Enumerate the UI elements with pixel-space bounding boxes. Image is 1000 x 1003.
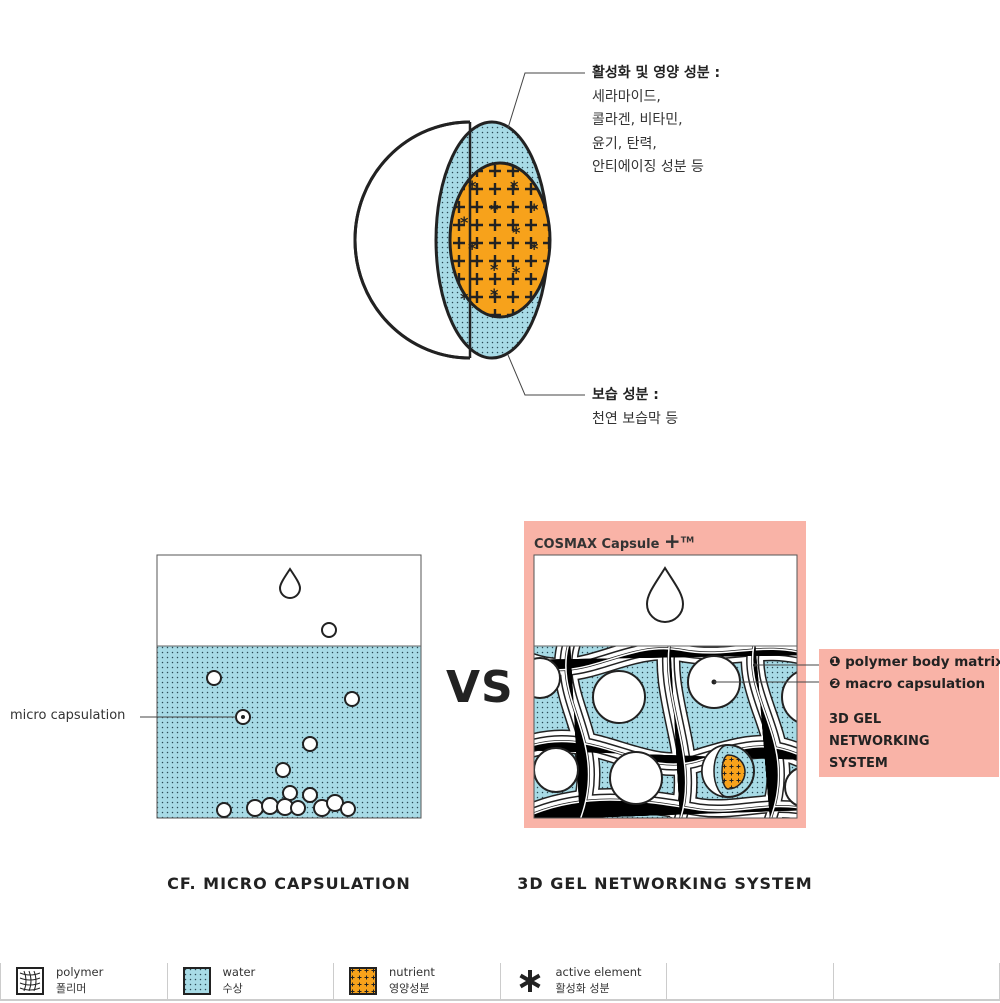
polymer-icon	[16, 967, 44, 995]
legend-empty-cell	[666, 963, 833, 999]
moisture-line: 천연 보습막 등	[592, 410, 679, 427]
gel-network-box	[533, 554, 823, 819]
callout-macro-capsulation: ❷ macro capsulation	[829, 676, 986, 692]
legend-item-active-element: active element 활성화 성분	[499, 963, 667, 999]
active-element-marks: * * * * * * * * * * * *	[460, 177, 539, 308]
legend-item-nutrient: nutrient 영양성분	[333, 963, 500, 999]
leader-line-moisture	[507, 354, 585, 396]
micro-capsulation-box	[140, 554, 422, 819]
legend-label-ko: 수상	[222, 982, 243, 995]
micro-capsulation-callout: micro capsulation	[10, 708, 126, 723]
droplet-icon	[645, 566, 685, 623]
active-ingredients-label: 활성화 및 영양 성분 : 세라마이드, 콜라겐, 비타민, 윤기, 탄력, 안…	[592, 62, 720, 180]
svg-text:*: *	[530, 239, 539, 258]
active-line: 안티에이징 성분 등	[592, 159, 704, 175]
plus-mark: +	[663, 529, 681, 553]
svg-text:*: *	[460, 213, 469, 232]
svg-text:*: *	[530, 200, 539, 219]
svg-text:*: *	[468, 177, 477, 196]
trademark: TM	[680, 535, 695, 545]
legend-label-ko: 폴리머	[56, 982, 87, 995]
legend-item-water: water 수상	[166, 963, 334, 999]
svg-text:*: *	[490, 260, 499, 279]
cosmax-capsule-header: COSMAX Capsule +TM	[534, 529, 694, 553]
capsule-sphere: * * * * * * * * * * * *	[353, 120, 552, 360]
legend-empty-cell	[832, 963, 1000, 999]
active-heading: 활성화 및 영양 성분 :	[592, 65, 721, 81]
gel-system-panel: ❶ polymer body matrix ❷ macro capsulatio…	[819, 649, 1000, 777]
legend-label-ko: 활성화 성분	[555, 982, 610, 995]
svg-text:*: *	[510, 177, 519, 196]
active-element-icon	[518, 970, 541, 992]
vs-label: VS	[446, 662, 514, 713]
right-title: 3D GEL NETWORKING SYSTEM	[517, 874, 813, 893]
legend-label-ko: 영양성분	[389, 982, 430, 995]
svg-text:*: *	[490, 285, 499, 304]
active-line: 세라마이드,	[592, 88, 661, 105]
nutrient-core	[448, 161, 552, 319]
header-text: COSMAX Capsule	[534, 537, 660, 552]
droplet-icon	[278, 567, 302, 599]
mini-capsule	[701, 744, 755, 798]
svg-text:*: *	[512, 263, 521, 282]
left-title: CF. MICRO CAPSULATION	[167, 874, 411, 893]
svg-text:*: *	[490, 200, 499, 219]
micro-capsules	[206, 622, 360, 818]
legend-label-en: water	[222, 965, 256, 979]
legend-label-en: nutrient	[389, 965, 435, 979]
moisture-label: 보습 성분 : 천연 보습막 등	[592, 384, 678, 431]
svg-text:*: *	[512, 223, 521, 242]
legend-label-en: polymer	[56, 965, 104, 979]
nutrient-icon	[349, 967, 377, 995]
leader-line-active	[507, 72, 585, 129]
legend: polymer 폴리머 water 수상 nutrient 영양성분 activ…	[0, 963, 1000, 1001]
legend-label-en: active element	[555, 965, 642, 979]
water-icon	[182, 967, 211, 995]
svg-text:*: *	[460, 289, 469, 308]
legend-item-polymer: polymer 폴리머	[0, 963, 167, 999]
active-line: 윤기, 탄력,	[592, 135, 657, 152]
system-label: 3D GEL NETWORKING SYSTEM	[829, 712, 930, 771]
active-line: 콜라겐, 비타민,	[592, 112, 683, 128]
moisture-heading: 보습 성분 :	[592, 387, 659, 403]
svg-text:*: *	[468, 239, 477, 258]
callout-polymer-body-matrix: ❶ polymer body matrix	[829, 654, 1000, 670]
